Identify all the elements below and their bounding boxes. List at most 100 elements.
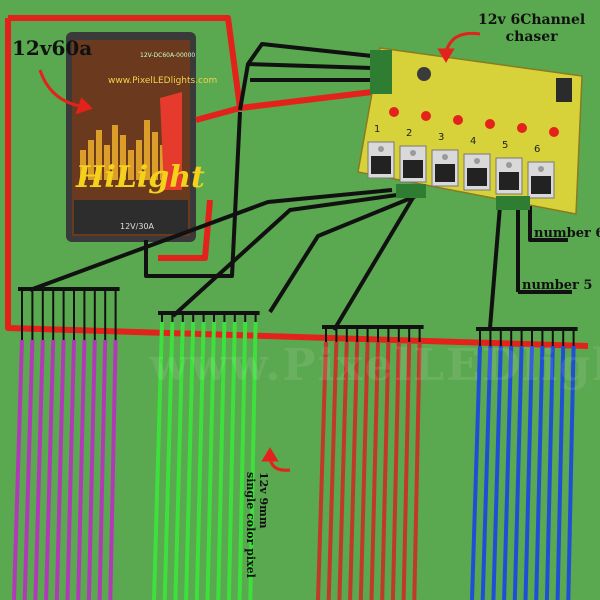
pixel-strand (555, 345, 566, 600)
pixel-strand (216, 321, 227, 600)
number6-leader (528, 206, 568, 242)
transistor-1 (367, 141, 395, 179)
pixel-strands (12, 290, 576, 600)
pixel-group-4 (470, 330, 576, 600)
pixel-header-bar-1 (18, 287, 120, 291)
pixel-strand (544, 345, 555, 600)
board-transistors (367, 141, 555, 199)
pixel-strand (512, 345, 524, 600)
channel-number-6: 6 (534, 144, 540, 155)
pixel-strand (184, 321, 196, 600)
chaser-label: 12v 6Channel chaser (478, 12, 585, 46)
psu-model-text: 12V/30A (120, 222, 154, 231)
channel-number-1: 1 (374, 124, 380, 135)
pixel-strand (470, 345, 482, 600)
chaser-board: 1 2 3 4 5 6 (357, 47, 583, 215)
power-supply-label: 12v60a (12, 36, 93, 60)
led-5 (517, 123, 527, 133)
board-leds (389, 107, 559, 137)
pixel-strand (566, 345, 576, 600)
board-output-terminal-left (396, 184, 426, 198)
pixel-strand (226, 321, 237, 600)
pixel-strand (358, 341, 370, 600)
arrow-psu-line (38, 69, 81, 108)
pixel-group-3 (316, 328, 422, 600)
arrow-psu-head (75, 97, 93, 115)
psu-brand-text: www.PixelLEDlights.com (108, 76, 218, 86)
board-output-terminal-right (496, 196, 530, 210)
pixel-strand (248, 321, 258, 600)
arrow-chaser-head (437, 48, 455, 63)
pixel-strand (205, 321, 216, 600)
board-input-terminal (370, 50, 392, 94)
number6-label: number 6 (534, 226, 600, 241)
signal-wire-ch4 (332, 194, 416, 332)
signal-wire-ch3 (268, 194, 417, 314)
led-4 (485, 119, 495, 129)
signal-wire-ch5 (488, 205, 502, 329)
pixel-strand (534, 345, 545, 600)
pixel-strand (54, 339, 66, 600)
annotation-arrows (38, 31, 481, 472)
pixel-header-bar-2 (158, 311, 260, 315)
power-wires (5, 15, 589, 349)
psu-red-graphic (160, 92, 182, 190)
channel-number-2: 2 (406, 128, 412, 139)
transistor-2 (399, 145, 427, 183)
pixel-group-2 (152, 314, 258, 600)
power-wire-psu-link (195, 105, 241, 123)
ground-wire-top (238, 42, 373, 111)
power-wire-psu-out (158, 199, 213, 261)
pixel-strand (237, 321, 248, 600)
pixel-strand (412, 341, 422, 600)
power-supply (66, 32, 196, 242)
board-header (556, 78, 572, 102)
board-capacitor (417, 67, 431, 81)
pixel-header-bars (18, 287, 578, 331)
pixel-strand (65, 339, 76, 600)
pixel-strand (173, 321, 185, 600)
channel-number-3: 3 (438, 132, 444, 143)
ground-wire-psu (144, 111, 242, 278)
pixel-strand (380, 341, 391, 600)
pixel-strand (502, 345, 514, 600)
transistor-4 (463, 153, 491, 191)
pixel-strand (108, 339, 118, 600)
board-channel-numbers: 1 2 3 4 5 6 (374, 124, 540, 155)
pixel-label-line2: single color pixel (244, 472, 257, 578)
pixel-strand (162, 321, 175, 600)
pixel-strand (97, 339, 108, 600)
pixel-strand (480, 345, 493, 600)
pixel-strand (523, 345, 534, 600)
chaser-label-line1: 12v 6Channel (478, 12, 586, 28)
pixel-header-bar-3 (322, 325, 424, 329)
transistor-6 (527, 161, 555, 199)
channel-number-5: 5 (502, 140, 508, 151)
led-2 (421, 111, 431, 121)
channel-number-4: 4 (470, 136, 476, 147)
number5-label: number 5 (522, 278, 593, 293)
signal-wire-ch1 (29, 188, 393, 292)
signal-wire-ch2 (171, 192, 405, 318)
pixel-label: 12v 9mm single color pixel (244, 472, 270, 578)
pixel-strand (33, 339, 45, 600)
led-6 (549, 127, 559, 137)
transistor-3 (431, 149, 459, 187)
chaser-label-line2: chaser (505, 29, 558, 45)
pixel-strand (44, 339, 56, 600)
psu-logo-text: HiLight (76, 160, 205, 195)
led-1 (389, 107, 399, 117)
pixel-strand (76, 339, 87, 600)
pixel-strand (152, 321, 164, 600)
watermark-text: www.PixelLEDlights.com (150, 340, 600, 391)
transistor-5 (495, 157, 523, 195)
pixel-strand (12, 339, 24, 600)
pixel-strand (369, 341, 380, 600)
pixel-strand (491, 345, 503, 600)
pixel-group-1 (12, 290, 118, 600)
signal-wires (29, 42, 572, 332)
pixel-strand (337, 341, 349, 600)
pixel-strand (390, 341, 401, 600)
